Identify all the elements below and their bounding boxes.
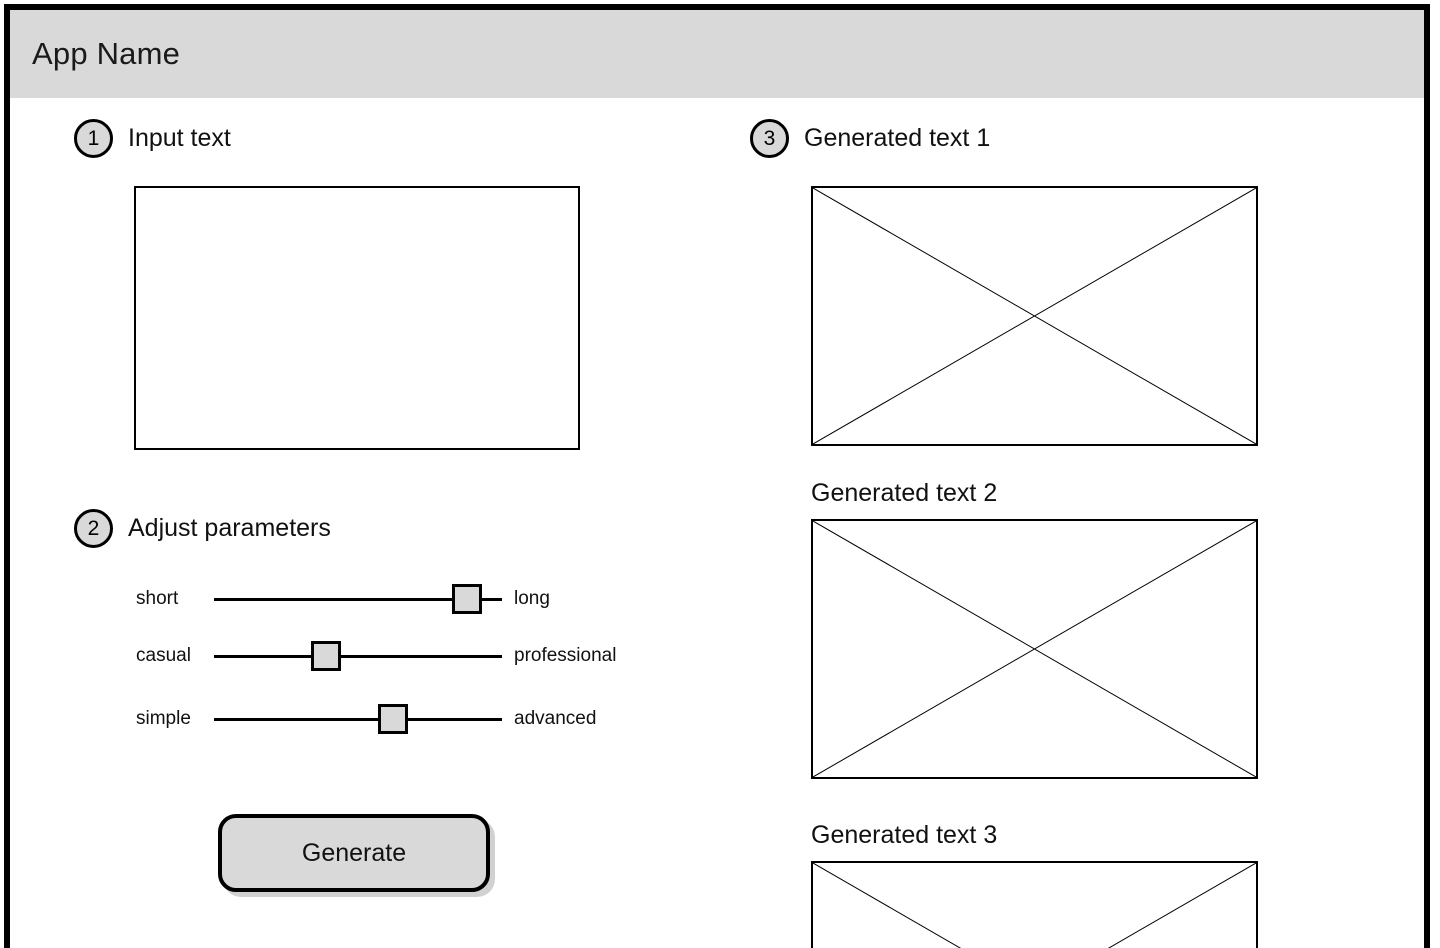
- image-placeholder-x-icon: [813, 863, 1256, 948]
- image-placeholder-x-icon: [813, 188, 1256, 444]
- slider-row-length: short long: [136, 579, 550, 619]
- step-badge-2: 2: [74, 509, 113, 548]
- result-header-3: Generated text 3: [811, 821, 997, 850]
- slider-track-complexity[interactable]: [214, 699, 502, 739]
- slider-row-complexity: simple advanced: [136, 699, 596, 739]
- generated-text-preview-3[interactable]: [811, 861, 1258, 948]
- slider-max-label-complexity: advanced: [514, 708, 597, 729]
- slider-min-label-length: short: [136, 588, 179, 609]
- slider-rail-complexity: [214, 717, 502, 721]
- generated-text-preview-1[interactable]: [811, 186, 1258, 446]
- generate-button[interactable]: Generate: [218, 814, 490, 892]
- result-header-1: 3 Generated text 1: [750, 119, 990, 158]
- slider-max-label-length: long: [514, 588, 550, 609]
- slider-rail-length: [214, 597, 502, 601]
- slider-track-tone[interactable]: [214, 636, 502, 676]
- section-header-adjust-parameters: 2 Adjust parameters: [74, 509, 331, 548]
- section-label-adjust-parameters: Adjust parameters: [128, 514, 331, 542]
- step-badge-3: 3: [750, 119, 789, 158]
- section-label-input-text: Input text: [128, 124, 231, 152]
- result-header-2: Generated text 2: [811, 479, 997, 508]
- app-window-frame: App Name 1 Input text 2 Adjust parameter…: [4, 4, 1430, 948]
- image-placeholder-x-icon: [813, 521, 1256, 777]
- result-title-1: Generated text 1: [804, 124, 991, 152]
- step-badge-1: 1: [74, 119, 113, 158]
- slider-rail-tone: [214, 654, 502, 658]
- slider-max-label-tone: professional: [514, 645, 617, 666]
- title-bar: App Name: [10, 10, 1424, 98]
- result-title-3: Generated text 3: [811, 821, 998, 849]
- slider-thumb-tone[interactable]: [311, 641, 342, 671]
- slider-thumb-complexity[interactable]: [377, 704, 408, 734]
- slider-min-label-complexity: simple: [136, 708, 191, 729]
- generated-text-preview-2[interactable]: [811, 519, 1258, 779]
- slider-track-length[interactable]: [214, 579, 502, 619]
- input-text-area[interactable]: [134, 186, 580, 450]
- app-title: App Name: [32, 36, 181, 71]
- slider-row-tone: casual professional: [136, 636, 616, 676]
- section-header-input-text: 1 Input text: [74, 119, 231, 158]
- result-title-2: Generated text 2: [811, 479, 998, 507]
- slider-min-label-tone: casual: [136, 645, 191, 666]
- content-canvas: 1 Input text 2 Adjust parameters short l…: [10, 98, 1424, 948]
- slider-thumb-length[interactable]: [452, 584, 483, 614]
